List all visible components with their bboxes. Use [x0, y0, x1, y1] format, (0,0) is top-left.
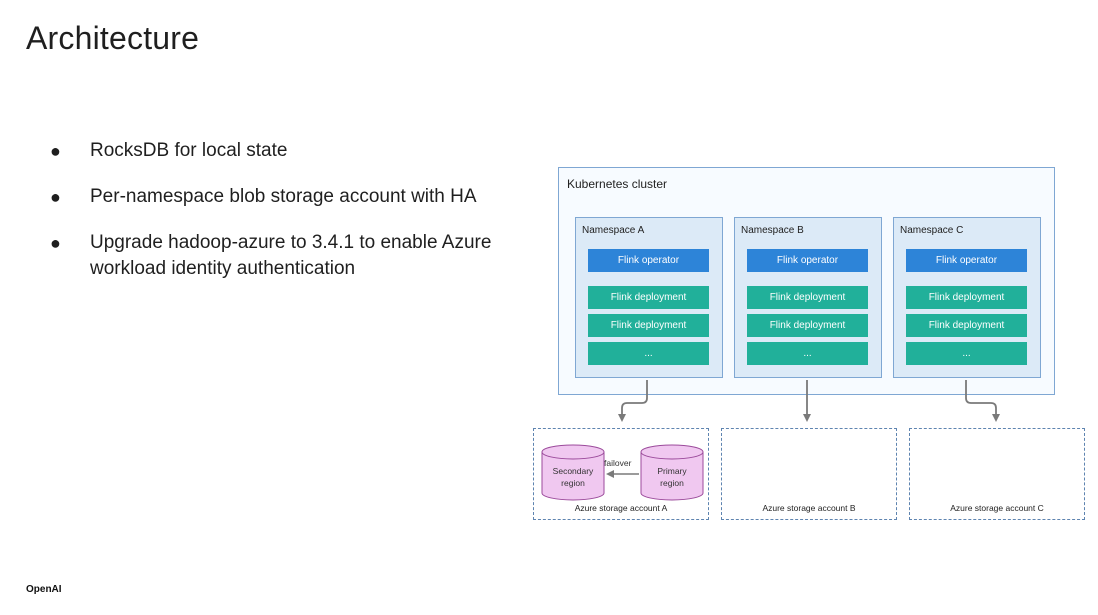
more-deployments-block: ...: [588, 342, 709, 365]
bullet-dot-icon: ●: [50, 187, 61, 207]
flink-deployment-block: Flink deployment: [588, 286, 709, 309]
flink-deployment-block: Flink deployment: [747, 314, 868, 337]
storage-account-label: Azure storage account B: [762, 503, 856, 513]
namespace-b: Namespace B Flink operator Flink deploym…: [734, 217, 882, 378]
bullet-item: ● Per-namespace blob storage account wit…: [50, 184, 530, 210]
namespace-label: Namespace B: [741, 225, 804, 236]
primary-region-cylinder: [640, 444, 704, 501]
namespace-label: Namespace A: [582, 225, 645, 236]
openai-logo: OpenAI: [26, 584, 62, 595]
flink-deployment-block: Flink deployment: [747, 286, 868, 309]
storage-account-label: Azure storage account C: [950, 503, 1044, 513]
flink-deployment-block: Flink deployment: [906, 286, 1027, 309]
flink-operator-block: Flink operator: [747, 249, 868, 272]
storage-account-label: Azure storage account A: [574, 503, 668, 513]
arrow-ns-c-to-storage-c: [965, 380, 1000, 422]
storage-account-c: Azure storage account C: [909, 428, 1085, 520]
bullet-text: RocksDB for local state: [90, 140, 288, 161]
more-deployments-block: ...: [906, 342, 1027, 365]
flink-operator-block: Flink operator: [588, 249, 709, 272]
slide-title: Architecture: [26, 20, 200, 56]
secondary-region-cylinder: [541, 444, 605, 501]
flink-deployment-block: Flink deployment: [906, 314, 1027, 337]
namespace-label: Namespace C: [900, 225, 964, 236]
bullet-item: ● RocksDB for local state: [50, 138, 530, 164]
failover-label: failover: [604, 458, 632, 468]
more-deployments-block: ...: [747, 342, 868, 365]
bullet-list: ● RocksDB for local state ● Per-namespac…: [50, 138, 530, 302]
arrow-ns-a-to-storage-a: [618, 380, 648, 422]
bullet-dot-icon: ●: [50, 141, 61, 161]
kubernetes-cluster: Kubernetes cluster Namespace A Flink ope…: [558, 167, 1055, 395]
flink-operator-block: Flink operator: [906, 249, 1027, 272]
namespace-c: Namespace C Flink operator Flink deploym…: [893, 217, 1041, 378]
flink-deployment-block: Flink deployment: [588, 314, 709, 337]
bullet-dot-icon: ●: [50, 233, 61, 253]
namespace-a: Namespace A Flink operator Flink deploym…: [575, 217, 723, 378]
bullet-text: Upgrade hadoop-azure to 3.4.1 to enable …: [90, 232, 492, 279]
cluster-label: Kubernetes cluster: [567, 177, 668, 191]
storage-account-b: Azure storage account B: [721, 428, 897, 520]
bullet-item: ● Upgrade hadoop-azure to 3.4.1 to enabl…: [50, 230, 530, 282]
bullet-text: Per-namespace blob storage account with …: [90, 186, 477, 207]
